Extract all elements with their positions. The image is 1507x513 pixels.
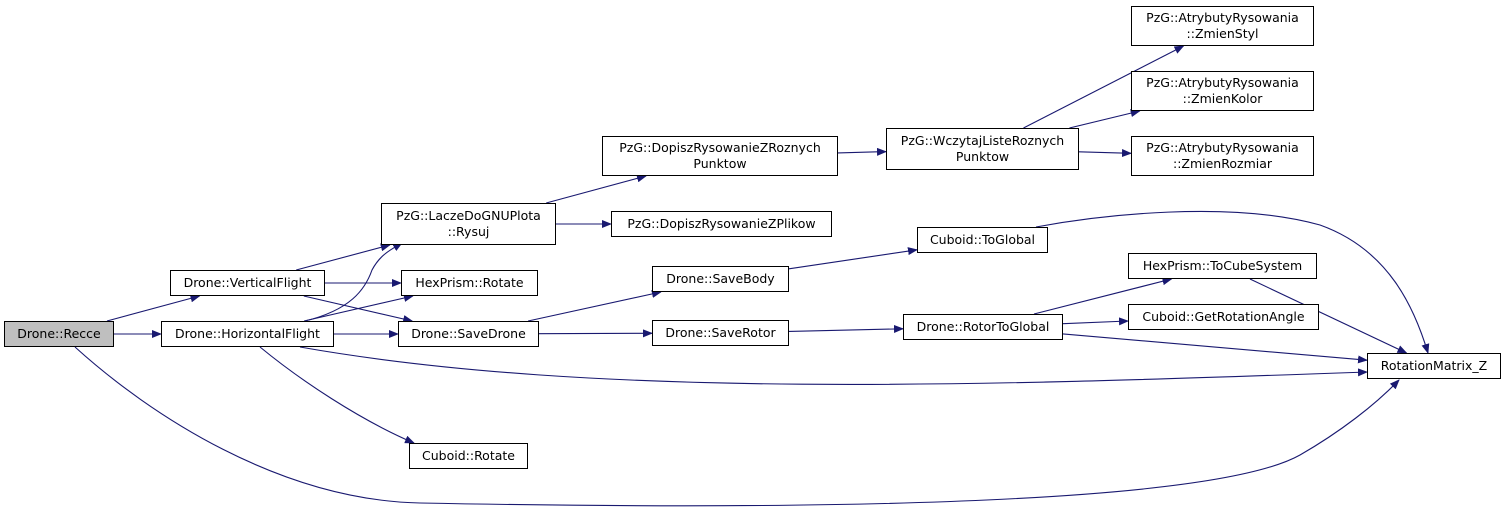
- node-vertical[interactable]: Drone::VerticalFlight: [170, 270, 325, 296]
- edge-toglobal-to-rotz: [1035, 210, 1430, 354]
- node-savebody[interactable]: Drone::SaveBody: [652, 266, 789, 292]
- node-zmienkolor[interactable]: PzG::AtrybutyRysowania::ZmienKolor: [1131, 71, 1314, 111]
- node-label: ::ZmienKolor: [1182, 91, 1263, 106]
- node-label: RotationMatrix_Z: [1380, 358, 1488, 373]
- node-label: Punktow: [693, 156, 747, 171]
- node-dopiszplikow[interactable]: PzG::DopiszRysowanieZPlikow: [611, 211, 832, 237]
- node-horizontal[interactable]: Drone::HorizontalFlight: [161, 321, 334, 347]
- edge-wczytaj-to-zmienrozmiar: [1078, 149, 1132, 158]
- node-label: Drone::SaveBody: [666, 271, 775, 286]
- node-label: Drone::VerticalFlight: [183, 275, 312, 290]
- edge-vertical-to-rysuj: [296, 243, 391, 271]
- edge-rotortoglobal-to-rotz: [1062, 333, 1368, 364]
- node-label: HexPrism::ToCubeSystem: [1142, 258, 1303, 273]
- node-rysuj[interactable]: PzG::LaczeDoGNUPlota::Rysuj: [381, 203, 556, 245]
- node-label: PzG::AtrybutyRysowania: [1146, 75, 1299, 90]
- node-cuboidrotate[interactable]: Cuboid::Rotate: [409, 443, 528, 469]
- edge-horizontal-to-rotz: [299, 346, 1368, 385]
- edge-rotortoglobal-to-tocube: [1033, 277, 1173, 315]
- node-zmienstyl[interactable]: PzG::AtrybutyRysowania::ZmienStyl: [1131, 6, 1314, 46]
- node-toglobal[interactable]: Cuboid::ToGlobal: [917, 227, 1048, 253]
- node-rotortoglobal[interactable]: Drone::RotorToGlobal: [903, 314, 1063, 340]
- node-saverotor[interactable]: Drone::SaveRotor: [652, 320, 789, 346]
- node-label: Drone::Recce: [17, 326, 101, 341]
- node-label: PzG::DopiszRysowanieZRoznych: [619, 140, 821, 155]
- node-label: Drone::RotorToGlobal: [916, 319, 1050, 334]
- node-label: PzG::LaczeDoGNUPlota: [396, 208, 541, 223]
- edge-recce-to-rotz: [74, 346, 1400, 507]
- edge-rysuj-to-dopiszroznych: [546, 174, 647, 204]
- node-getangle[interactable]: Cuboid::GetRotationAngle: [1128, 304, 1319, 330]
- edge-savedrone-to-savebody: [527, 290, 662, 322]
- node-label: Punktow: [955, 149, 1010, 164]
- node-label: PzG::AtrybutyRysowania: [1146, 140, 1299, 155]
- node-tocube[interactable]: HexPrism::ToCubeSystem: [1128, 253, 1317, 279]
- node-label: Drone::SaveRotor: [665, 325, 776, 340]
- node-savedrone[interactable]: Drone::SaveDrone: [398, 321, 539, 347]
- node-label: PzG::WczytajListeRoznych: [900, 133, 1065, 148]
- edge-tocube-to-rotz: [1249, 278, 1408, 354]
- edge-wczytaj-to-zmienkolor: [1069, 109, 1141, 129]
- edge-recce-to-vertical: [106, 294, 201, 322]
- node-rotz[interactable]: RotationMatrix_Z: [1367, 353, 1501, 379]
- node-label: Drone::SaveDrone: [411, 326, 526, 341]
- node-label: HexPrism::Rotate: [415, 275, 524, 290]
- node-label: Cuboid::ToGlobal: [929, 232, 1036, 247]
- node-label: Cuboid::GetRotationAngle: [1142, 309, 1305, 324]
- edge-horizontal-to-rysuj: [304, 242, 403, 322]
- edge-saverotor-to-rotortoglobal: [788, 325, 904, 334]
- edge-dopiszroznych-to-wczytaj: [837, 147, 887, 156]
- node-recce: Drone::Recce: [4, 321, 114, 347]
- node-zmienrozmiar[interactable]: PzG::AtrybutyRysowania::ZmienRozmiar: [1131, 136, 1314, 176]
- node-label: PzG::DopiszRysowanieZPlikow: [627, 216, 816, 231]
- node-label: ::Rysuj: [447, 224, 490, 239]
- edge-savebody-to-toglobal: [788, 247, 918, 270]
- node-label: ::ZmienStyl: [1186, 26, 1259, 41]
- node-label: Drone::HorizontalFlight: [175, 326, 320, 341]
- node-label: ::ZmienRozmiar: [1172, 156, 1273, 171]
- node-label: PzG::AtrybutyRysowania: [1146, 10, 1299, 25]
- edge-horizontal-to-cuboidrotate: [259, 346, 415, 444]
- edge-rotortoglobal-to-getangle: [1062, 317, 1129, 326]
- edge-wczytaj-to-zmienstyl: [1023, 45, 1185, 129]
- node-label: Cuboid::Rotate: [422, 448, 515, 463]
- edge-horizontal-to-hexrotate: [303, 294, 414, 322]
- node-hexrotate[interactable]: HexPrism::Rotate: [401, 270, 538, 296]
